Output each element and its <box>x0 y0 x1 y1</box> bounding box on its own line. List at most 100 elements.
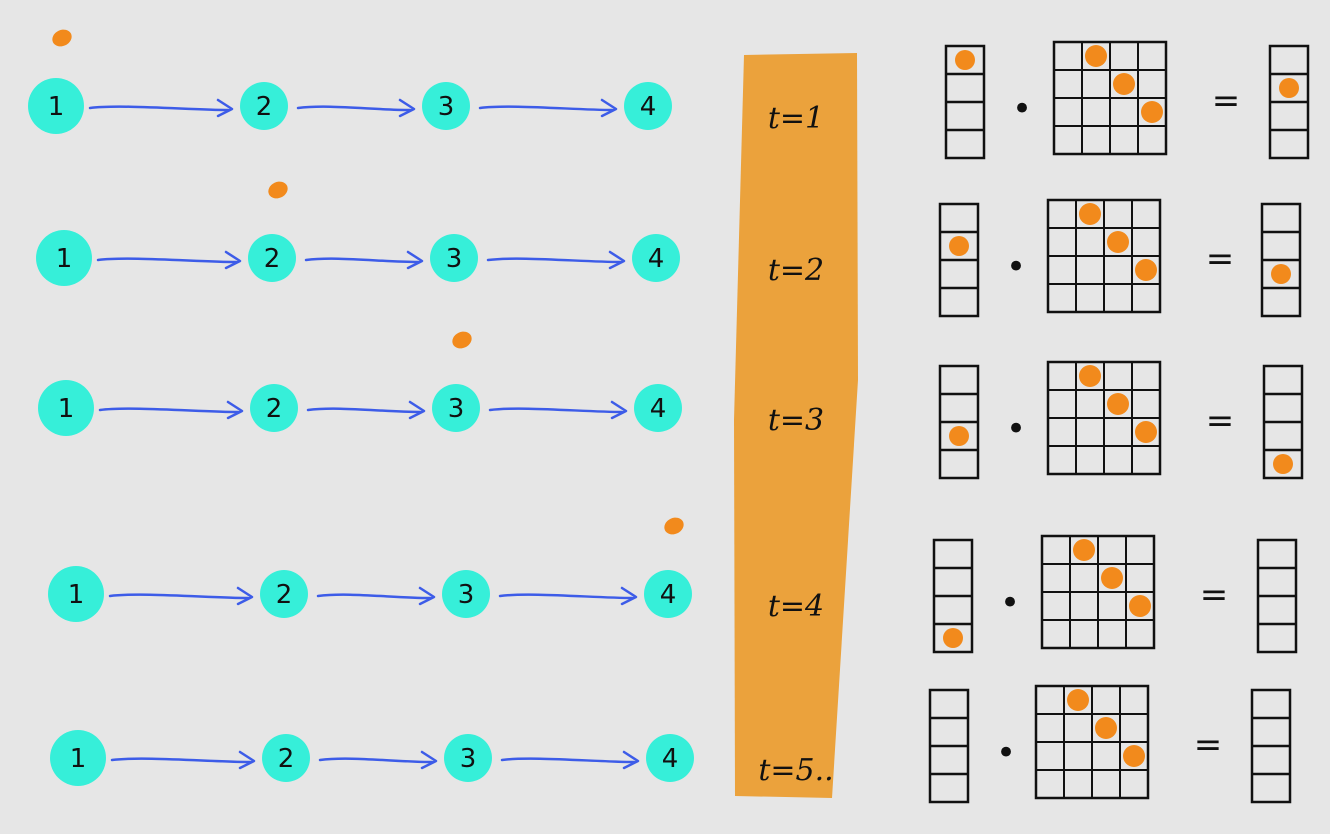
arrow <box>316 593 432 600</box>
matrix-entry <box>1135 259 1157 281</box>
node-label: 2 <box>276 580 293 610</box>
arrowhead <box>420 750 438 770</box>
arrowhead <box>398 98 416 118</box>
arrowhead <box>610 400 628 420</box>
node-1 <box>48 566 104 622</box>
node-4 <box>634 384 682 432</box>
node-label: 4 <box>650 394 667 424</box>
arrowhead <box>238 750 256 770</box>
time-label: t=1 <box>768 101 824 136</box>
equals-operator: = <box>1206 239 1235 279</box>
equals-operator: = <box>1206 401 1235 441</box>
node-label: 2 <box>266 394 283 424</box>
node-label: 2 <box>278 744 295 774</box>
arrowhead <box>408 400 426 420</box>
node-label: 4 <box>640 92 657 122</box>
node-label: 1 <box>68 580 85 610</box>
state-token <box>268 181 288 199</box>
state-entry <box>949 236 969 256</box>
node-label: 3 <box>460 744 477 774</box>
time-label: t=3 <box>768 403 824 438</box>
equals-operator: = <box>1200 575 1229 615</box>
matrix-entry <box>1073 539 1095 561</box>
node-label: 4 <box>660 580 677 610</box>
result-entry <box>1279 78 1299 98</box>
node-3 <box>422 82 470 130</box>
arrow <box>96 257 238 264</box>
node-3 <box>442 570 490 618</box>
arrowhead <box>608 250 626 270</box>
node-label: 1 <box>56 244 73 274</box>
state-entry <box>943 628 963 648</box>
time-label: t=4 <box>768 589 824 624</box>
matrix-entry <box>1123 745 1145 767</box>
dot-operator: • <box>1012 89 1032 129</box>
matrix-entry <box>1101 567 1123 589</box>
arrowhead <box>406 250 424 270</box>
arrowhead <box>226 400 244 420</box>
node-label: 1 <box>70 744 87 774</box>
arrowhead <box>216 98 234 118</box>
node-label: 3 <box>458 580 475 610</box>
arrow <box>296 105 412 112</box>
matrix-entry <box>1095 717 1117 739</box>
node-4 <box>644 570 692 618</box>
result-entry <box>1271 264 1291 284</box>
result-entry <box>1273 454 1293 474</box>
arrowhead <box>600 98 618 118</box>
node-3 <box>444 734 492 782</box>
matrix-entry <box>1113 73 1135 95</box>
node-1 <box>50 730 106 786</box>
equals-operator: = <box>1212 81 1241 121</box>
node-4 <box>632 234 680 282</box>
node-1 <box>28 78 84 134</box>
arrow <box>318 757 434 764</box>
matrix-entry <box>1079 365 1101 387</box>
arrow <box>108 593 250 600</box>
arrow <box>110 757 252 764</box>
node-4 <box>646 734 694 782</box>
arrow <box>98 407 240 414</box>
arrow <box>478 105 614 112</box>
arrow <box>486 257 622 264</box>
state-token <box>52 29 72 47</box>
node-2 <box>260 570 308 618</box>
arrowhead <box>418 586 436 606</box>
matrix-entry <box>1079 203 1101 225</box>
time-band <box>734 53 858 798</box>
matrix-entry <box>1107 231 1129 253</box>
node-2 <box>262 734 310 782</box>
node-4 <box>624 82 672 130</box>
arrow <box>306 407 422 414</box>
time-label: t=2 <box>768 253 824 288</box>
equals-operator: = <box>1194 725 1223 765</box>
matrix-entry <box>1129 595 1151 617</box>
arrowhead <box>620 586 638 606</box>
dot-operator: • <box>1006 247 1026 287</box>
dot-operator: • <box>996 733 1016 773</box>
node-label: 4 <box>662 744 679 774</box>
node-2 <box>248 234 296 282</box>
node-2 <box>240 82 288 130</box>
node-label: 3 <box>448 394 465 424</box>
node-1 <box>38 380 94 436</box>
state-token <box>452 331 472 349</box>
node-label: 2 <box>256 92 273 122</box>
matrix-entry <box>1067 689 1089 711</box>
node-2 <box>250 384 298 432</box>
arrow <box>500 757 636 764</box>
arrow <box>488 407 624 414</box>
arrow <box>88 105 230 112</box>
state-entry <box>949 426 969 446</box>
node-label: 4 <box>648 244 665 274</box>
node-3 <box>432 384 480 432</box>
node-1 <box>36 230 92 286</box>
matrix-entry <box>1135 421 1157 443</box>
matrix-entry <box>1141 101 1163 123</box>
dot-operator: • <box>1000 583 1020 623</box>
